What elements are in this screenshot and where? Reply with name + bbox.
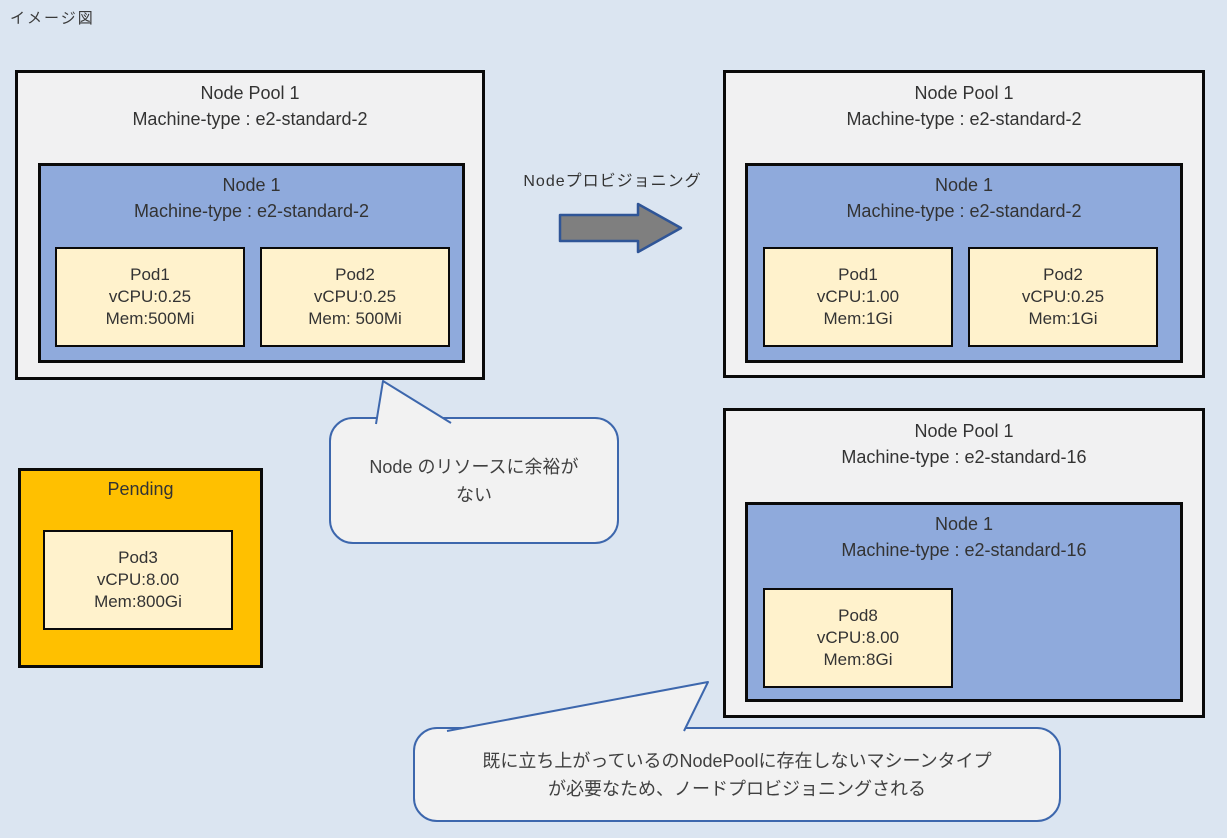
pod-cpu: vCPU:0.25 xyxy=(313,287,397,306)
callout-line-2: が必要なため、ノードプロビジョニングされる xyxy=(548,778,926,799)
pod-mem: Mem:800Gi xyxy=(94,592,182,611)
callout-resource-bubble: Node のリソースに余裕が ない xyxy=(329,417,619,544)
pod-mem: Mem:8Gi xyxy=(823,650,893,669)
pending-title: Pending xyxy=(107,479,174,499)
pod-bottom-right-8: Pod8 vCPU:8.00 Mem:8Gi xyxy=(763,588,953,688)
callout-line-2: ない xyxy=(456,484,492,505)
pool-machine-type: Machine-type : e2-standard-16 xyxy=(841,447,1087,467)
node-machine-type: Machine-type : e2-standard-16 xyxy=(841,540,1087,560)
pod-top-right-2: Pod2 vCPU:0.25 Mem:1Gi xyxy=(968,247,1158,347)
node-machine-type: Machine-type : e2-standard-2 xyxy=(846,201,1082,221)
pool-machine-type: Machine-type : e2-standard-2 xyxy=(132,109,368,129)
node-pool-bottom-right: Node Pool 1 Machine-type : e2-standard-1… xyxy=(723,408,1205,718)
provisioning-arrow-label: Nodeプロビジョニング xyxy=(523,173,702,190)
pod-name: Pod3 xyxy=(118,548,158,567)
page-title: イメージ図 xyxy=(10,10,95,27)
node-machine-type: Machine-type : e2-standard-2 xyxy=(133,201,370,221)
callout-line-1: 既に立ち上がっているのNodePoolに存在しないマシーンタイプ xyxy=(482,750,992,771)
callout-provisioning-tail xyxy=(446,681,709,732)
pod-name: Pod1 xyxy=(130,265,170,284)
pod-cpu: vCPU:0.25 xyxy=(108,287,192,306)
pod-mem: Mem:1Gi xyxy=(1028,309,1098,328)
node-bottom-right: Node 1 Machine-type : e2-standard-16 Pod… xyxy=(745,502,1183,702)
pod-top-right-1: Pod1 vCPU:1.00 Mem:1Gi xyxy=(763,247,953,347)
pod-name: Pod8 xyxy=(838,606,878,625)
pod-mem: Mem:500Mi xyxy=(105,309,195,328)
node-title: Node 1 xyxy=(222,175,281,195)
pod-cpu: vCPU:0.25 xyxy=(1021,287,1105,306)
node-pool-top-right: Node Pool 1 Machine-type : e2-standard-2… xyxy=(723,70,1205,378)
node-title: Node 1 xyxy=(934,175,994,195)
pod-cpu: vCPU:8.00 xyxy=(96,570,180,589)
pool-machine-type: Machine-type : e2-standard-2 xyxy=(846,109,1082,129)
pod-left-1: Pod1 vCPU:0.25 Mem:500Mi xyxy=(55,247,245,347)
node-pool-left: Node Pool 1 Machine-type : e2-standard-2… xyxy=(15,70,485,380)
pod-name: Pod2 xyxy=(335,265,375,284)
pool-title: Node Pool 1 xyxy=(914,421,1014,441)
pod-mem: Mem:1Gi xyxy=(823,309,893,328)
pod-name: Pod1 xyxy=(838,265,878,284)
pod-name: Pod2 xyxy=(1043,265,1083,284)
pod-pending-3: Pod3 vCPU:8.00 Mem:800Gi xyxy=(43,530,233,630)
pod-left-2: Pod2 vCPU:0.25 Mem: 500Mi xyxy=(260,247,450,347)
pod-mem: Mem: 500Mi xyxy=(308,309,402,328)
right-arrow-icon xyxy=(558,202,683,254)
pod-cpu: vCPU:8.00 xyxy=(816,628,900,647)
node-title: Node 1 xyxy=(934,514,994,534)
pod-cpu: vCPU:1.00 xyxy=(816,287,900,306)
pool-title: Node Pool 1 xyxy=(200,83,300,103)
callout-provisioning-bubble: 既に立ち上がっているのNodePoolに存在しないマシーンタイプ が必要なため、… xyxy=(413,727,1061,822)
node-top-right: Node 1 Machine-type : e2-standard-2 Pod1… xyxy=(745,163,1183,363)
callout-line-1: Node のリソースに余裕が xyxy=(369,456,579,477)
node-left: Node 1 Machine-type : e2-standard-2 Pod1… xyxy=(38,163,465,363)
pool-title: Node Pool 1 xyxy=(914,83,1014,103)
pending-box: Pending Pod3 vCPU:8.00 Mem:800Gi xyxy=(18,468,263,668)
